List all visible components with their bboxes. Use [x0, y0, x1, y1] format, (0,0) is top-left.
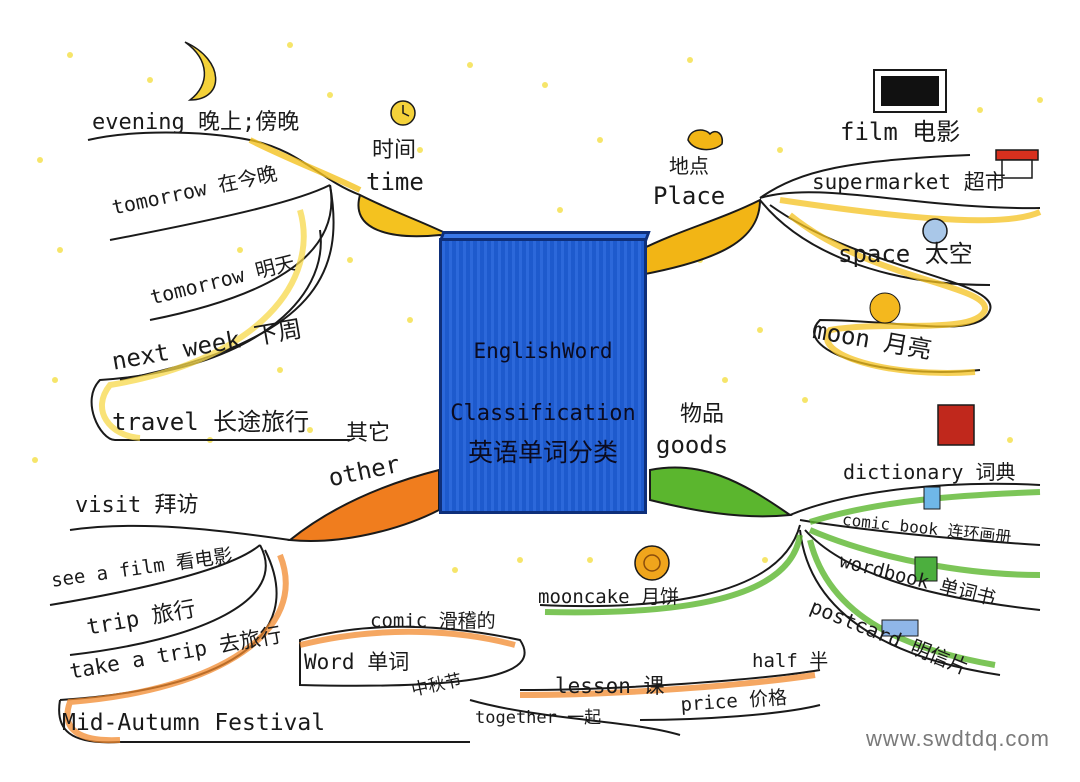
comic-book-icon	[923, 486, 941, 510]
place-item-supermarket: supermarket 超市	[812, 170, 1006, 194]
place-item-film: film 电影	[840, 118, 961, 146]
branch-label-place-en: Place	[653, 182, 726, 210]
other-item-word: Word 单词	[304, 650, 410, 674]
mooncake-icon	[634, 545, 670, 581]
other-item-lesson: lesson 课	[555, 674, 665, 698]
other-item-mid-autumn: Mid-Autumn Festival	[62, 710, 326, 736]
center-title-line1: EnglishWord	[473, 339, 613, 363]
branch-label-goods-en: goods	[656, 431, 729, 459]
branch-label-goods-zh: 物品	[680, 402, 725, 427]
other-item-together: together 一起	[475, 708, 602, 728]
planet-icon	[922, 218, 948, 244]
wordbook-icon	[914, 556, 938, 582]
other-item-visit: visit 拜访	[75, 493, 199, 518]
branch-label-place-zh: 地点	[669, 154, 709, 178]
center-title-line2: Classification	[450, 401, 636, 426]
cloud-icon	[687, 129, 724, 151]
watermark: www.swdtdq.com	[866, 726, 1050, 751]
dictionary-icon	[937, 404, 975, 446]
time-item-evening: evening 晚上;傍晚	[92, 110, 300, 135]
shop-icon	[995, 149, 1039, 179]
center-title-line3: 英语单词分类	[467, 438, 618, 467]
crescent-moon-icon	[184, 41, 217, 101]
center-node: EnglishWord Classification 英语单词分类	[439, 231, 651, 514]
branch-other	[49, 468, 821, 744]
branch-time	[87, 131, 461, 441]
branch-label-other-zh: 其它	[346, 421, 391, 446]
goods-item-mooncake: mooncake 月饼	[538, 586, 679, 608]
branch-label-time-zh: 时间	[372, 138, 417, 163]
place-item-space: space 太空	[838, 240, 973, 268]
branch-label-time-en: time	[366, 168, 424, 196]
time-item-travel: travel 长途旅行	[112, 408, 310, 436]
other-item-comic: comic 滑稽的	[370, 610, 496, 632]
clock-icon	[390, 100, 416, 126]
goods-item-dictionary: dictionary 词典	[843, 460, 1016, 484]
branch-place	[639, 154, 1042, 376]
postcard-icon	[881, 619, 919, 637]
decorative-dots	[32, 42, 1043, 573]
other-item-half: half 半	[752, 650, 829, 672]
moon-ball-icon	[869, 292, 901, 324]
center-node-top	[439, 231, 651, 241]
tv-icon	[873, 69, 947, 113]
